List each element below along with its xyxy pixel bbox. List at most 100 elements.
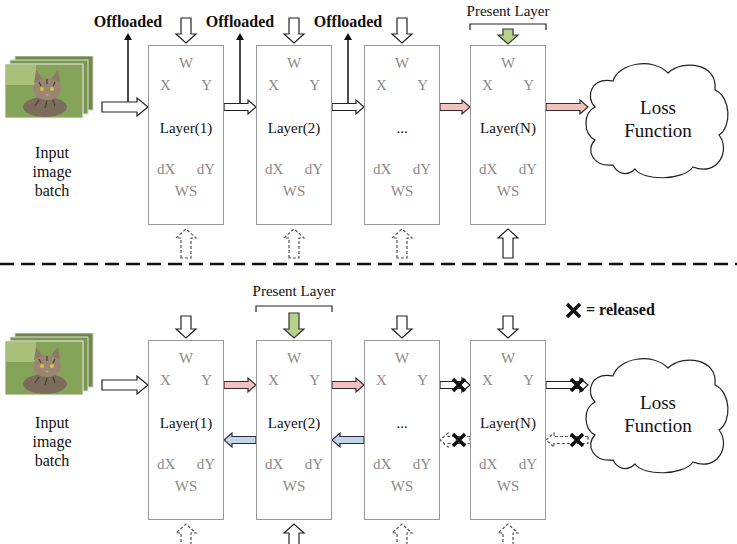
release-symbol (567, 304, 580, 317)
output-grad-label: dY (305, 161, 323, 178)
layer-name: ... (396, 120, 407, 137)
present-bracket (256, 306, 332, 312)
output-label: Y (523, 77, 534, 94)
input-grad-label: dX (373, 161, 391, 178)
vertical-arrow (392, 316, 412, 338)
workspace-label: WS (497, 183, 520, 200)
input-grad-label: dX (373, 456, 391, 473)
output-grad-label: dY (519, 456, 537, 473)
output-label: Y (201, 77, 212, 94)
offload-leader (124, 33, 132, 102)
data-flow-arrow (224, 100, 256, 114)
vertical-arrow (284, 524, 304, 544)
loss-cloud: Loss Function (583, 350, 733, 480)
input-label: Input image batch (17, 143, 87, 201)
workspace-label: WS (391, 183, 414, 200)
output-grad-label: dY (519, 161, 537, 178)
workspace-label: WS (283, 183, 306, 200)
data-flow-arrow (440, 100, 470, 114)
weight-label: W (501, 350, 515, 367)
output-grad-label: dY (413, 161, 431, 178)
loss-label: Loss Function (613, 392, 703, 438)
vertical-arrow (392, 18, 412, 43)
weight-label: W (179, 55, 193, 72)
layer-name: Layer(2) (268, 120, 320, 137)
weight-label: W (501, 55, 515, 72)
vertical-arrow (284, 229, 304, 258)
workspace-label: WS (497, 478, 520, 495)
vertical-arrow (392, 229, 412, 258)
layer-name: Layer(2) (268, 415, 320, 432)
data-flow-arrow (546, 433, 588, 447)
released-mark (453, 434, 465, 446)
input-grad-label: dX (157, 456, 175, 473)
separator-line (0, 263, 737, 266)
weight-label: W (287, 55, 301, 72)
input-label: X (482, 77, 493, 94)
loss-label: Loss Function (613, 97, 703, 143)
layer-box: WXYLayer(N)dXdYWS (470, 45, 546, 225)
data-flow-arrow (102, 376, 148, 394)
data-flow-arrow (224, 433, 256, 447)
vertical-arrow (498, 316, 518, 338)
vertical-arrow (392, 524, 412, 544)
offload-leader (236, 33, 244, 103)
data-flow-arrow (440, 433, 470, 447)
vertical-arrow (498, 524, 518, 544)
data-flow-arrow (332, 378, 364, 392)
output-label: Y (417, 77, 428, 94)
output-label: Y (523, 372, 534, 389)
layer-name: Layer(N) (480, 415, 536, 432)
weight-label: W (395, 55, 409, 72)
image-batch-illustration (5, 333, 95, 397)
loss-cloud: Loss Function (583, 55, 733, 185)
layer-name: Layer(1) (160, 120, 212, 137)
input-label: X (376, 372, 387, 389)
input-label: X (160, 77, 171, 94)
vertical-arrow (498, 229, 518, 258)
input-grad-label: dX (265, 161, 283, 178)
vertical-arrow (176, 524, 196, 544)
present-layer-label: Present Layer (253, 283, 336, 300)
workspace-label: WS (391, 478, 414, 495)
output-label: Y (201, 372, 212, 389)
input-grad-label: dX (265, 456, 283, 473)
offload-label: Offloaded (314, 13, 382, 31)
vertical-arrow (498, 29, 518, 44)
input-grad-label: dX (157, 161, 175, 178)
workspace-label: WS (283, 478, 306, 495)
vertical-arrow (284, 18, 304, 43)
released-mark (453, 379, 465, 391)
layer-box: WXYLayer(1)dXdYWS (148, 340, 224, 520)
vertical-arrow (176, 18, 196, 43)
offload-label: Offloaded (206, 13, 274, 31)
layer-name: Layer(1) (160, 415, 212, 432)
input-label: X (268, 372, 279, 389)
legend-entry: = released (586, 301, 655, 319)
data-flow-arrow (546, 100, 588, 114)
legend-text: = released (586, 301, 655, 318)
layer-box: WX Y Layer(1) dX dY WS (148, 45, 224, 225)
weight-label: W (287, 350, 301, 367)
input-label: Input image batch (17, 413, 87, 471)
output-grad-label: dY (413, 456, 431, 473)
layer-name: Layer(N) (480, 120, 536, 137)
input-label: X (376, 77, 387, 94)
data-flow-arrow (332, 433, 364, 447)
image-batch-illustration (5, 56, 95, 120)
input-label: X (160, 372, 171, 389)
output-label: Y (417, 372, 428, 389)
input-label: X (482, 372, 493, 389)
output-label: Y (309, 77, 320, 94)
workspace-label: WS (175, 183, 198, 200)
output-grad-label: dY (197, 161, 215, 178)
offload-label: Offloaded (94, 13, 162, 31)
output-label: Y (309, 372, 320, 389)
output-grad-label: dY (197, 456, 215, 473)
layer-box: WXY...dXdYWS (364, 340, 440, 520)
vertical-arrow (284, 313, 304, 338)
layer-box: WXYLayer(2)dXdYWS (256, 45, 332, 225)
output-grad-label: dY (305, 456, 323, 473)
offload-leader (344, 33, 352, 103)
